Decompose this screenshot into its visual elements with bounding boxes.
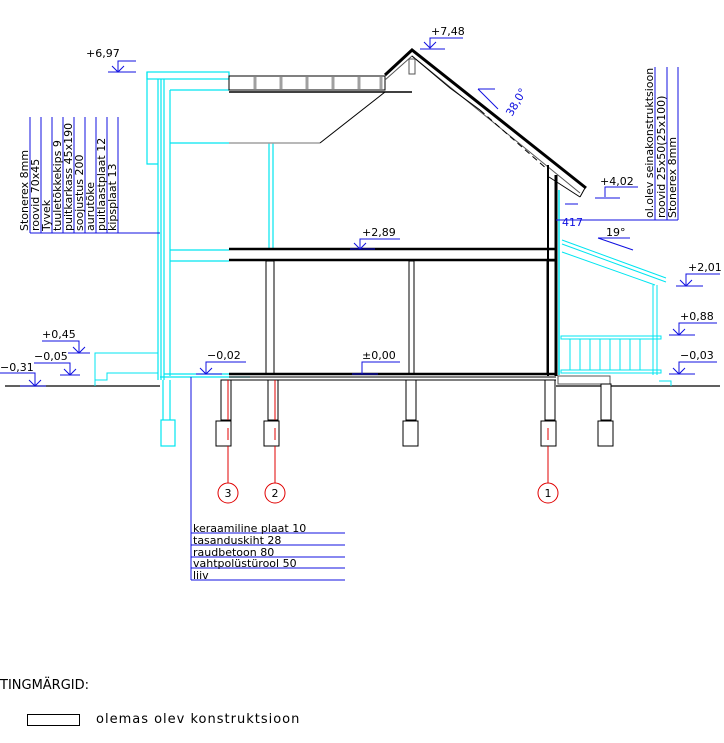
- porch-beam: [557, 375, 611, 385]
- axis-label-1: 1: [545, 487, 552, 500]
- axis-lines: [227, 380, 549, 483]
- layer-label: Stonerex 8mm: [18, 150, 31, 231]
- layer-label: keraamiline plaat 10: [193, 522, 306, 535]
- elevation-eave-right: +4,02: [600, 175, 634, 188]
- floor-layers: keraamiline plaat 10 tasanduskiht 28 rau…: [193, 522, 306, 582]
- wall-layers-right: ol.olev seinakonstruktsioon roovid 25x50…: [643, 68, 679, 218]
- elevation-porch-roof: +2,01: [688, 261, 722, 274]
- layer-label: tuuletõkkekips 9: [51, 140, 64, 231]
- wall-layers-left-leader: [29, 117, 160, 234]
- floor-slabs: [229, 165, 558, 381]
- layer-label: vahtpolüstürool 50: [193, 557, 297, 570]
- elevation-eave-left: +6,97: [86, 47, 120, 60]
- elevation-porch-rail: +0,88: [680, 310, 714, 323]
- layer-label: tasanduskiht 28: [193, 534, 281, 547]
- foundation-piers: [215, 379, 614, 447]
- axis-markers: [217, 482, 559, 504]
- entrance-step: [94, 352, 158, 386]
- axis-label-3: 3: [225, 487, 232, 500]
- dimension-417: 417: [562, 216, 583, 229]
- elevation-step-top: +0,45: [42, 328, 76, 341]
- legend-item-label: olemas olev konstruktsioon: [96, 712, 301, 727]
- layer-label: Tyvek: [40, 199, 53, 232]
- left-exterior-wall: [146, 71, 274, 447]
- existing-structure-symbol: [27, 713, 80, 726]
- layer-label: raudbetoon 80: [193, 546, 274, 559]
- attic-ceiling: [228, 75, 412, 144]
- elevation-ridge: +7,48: [431, 25, 465, 38]
- axis-label-2: 2: [272, 487, 279, 500]
- porch: [558, 190, 672, 386]
- wall-layers-left: Stonerex 8mm roovid 70x45 Tyvek tuuletõk…: [18, 123, 119, 232]
- elevation-first-floor: ±0,00: [362, 349, 396, 362]
- layer-label: roovid 70x45: [29, 159, 42, 231]
- elevation-markers: [0, 37, 720, 387]
- layer-label: puitlaastplaat 12: [95, 138, 108, 231]
- wall-layers-right-leader: [556, 67, 679, 221]
- elevation-ground: −0,31: [0, 361, 34, 374]
- porch-roof-angle: 19°: [606, 226, 626, 239]
- floor-layers-leader: [190, 377, 345, 581]
- layer-label: kipsplaat 13: [106, 164, 119, 231]
- layer-label: Stonerex 8mm: [666, 137, 679, 218]
- layer-label: ol.olev seinakonstruktsioon: [643, 68, 656, 218]
- elevation-second-floor: +2,89: [362, 226, 396, 239]
- layer-label: soojustus 200: [73, 155, 86, 231]
- elevation-floor-edge: −0,02: [207, 349, 241, 362]
- layer-label: aurutõke: [84, 182, 97, 231]
- legend-title: TINGMÄRGID:: [0, 678, 90, 693]
- roof-angle: 38,0°: [503, 86, 529, 118]
- legend-item: olemas olev konstruktsioon: [27, 712, 300, 727]
- roof: [383, 48, 587, 198]
- layer-label: liiv: [193, 569, 209, 582]
- layer-label: roovid 25x50(25x100): [655, 96, 668, 218]
- layer-label: puitkarkass 45x190: [62, 123, 75, 231]
- elevation-porch-floor: −0,03: [680, 349, 714, 362]
- elevation-step-low: −0,05: [34, 350, 68, 363]
